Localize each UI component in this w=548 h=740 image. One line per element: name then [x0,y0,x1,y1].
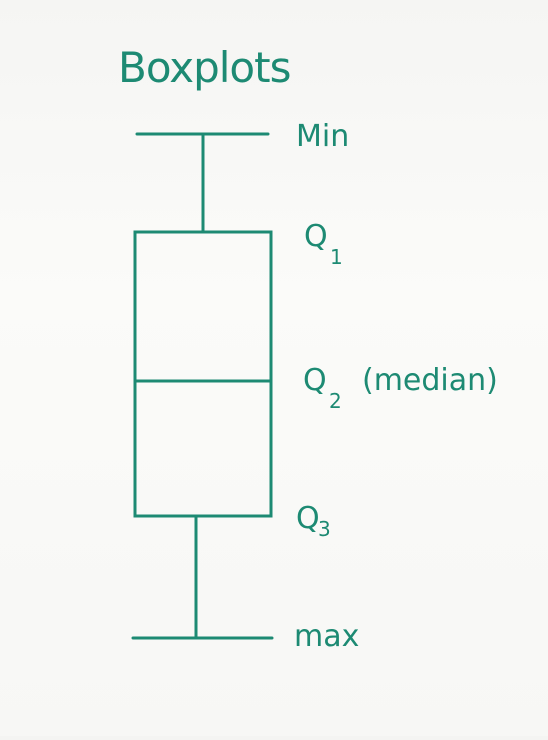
q3-label: Q [296,501,320,536]
max-label: max [294,619,359,654]
q1-subscript: 1 [330,245,343,269]
median-note: (median) [362,363,498,398]
q2-subscript: 2 [329,389,342,413]
q2-label: Q [303,363,327,398]
diagram-title: Boxplots [118,43,290,92]
box-iqr [133,230,273,518]
min-label: Min [296,119,349,154]
q3-subscript: 3 [318,517,331,541]
q1-label: Q [304,219,328,254]
